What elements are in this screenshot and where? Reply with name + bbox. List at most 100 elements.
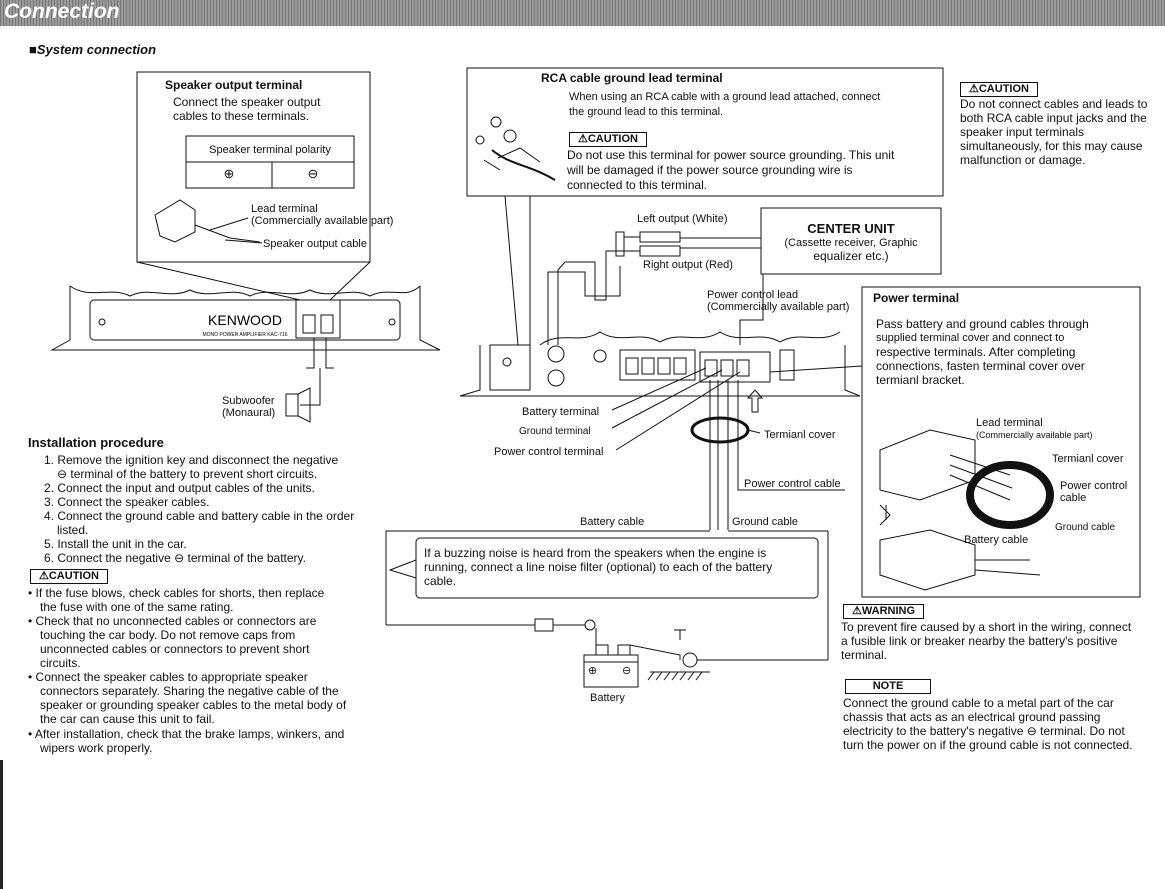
subwoofer-label: Subwoofer (222, 395, 275, 407)
rca-callout-box (466, 67, 944, 197)
speaker-terminal-block (295, 299, 341, 339)
power-control-cable-label: Power control cable (744, 478, 841, 490)
rca-caution-text: connected to this terminal. (567, 178, 708, 192)
battery-label: Battery (590, 692, 625, 704)
power-control-terminal-label: Power control terminal (494, 446, 604, 458)
speaker-box-title: Speaker output terminal (165, 78, 303, 92)
note-text: chassis that acts as an electrical groun… (843, 710, 1101, 724)
pb-lead-terminal: Lead terminal (976, 417, 1043, 429)
noise-text: running, connect a line noise filter (op… (424, 560, 773, 574)
power-box-text: termianl bracket. (876, 373, 965, 387)
bullet-line: the fuse with one of the same rating. (40, 600, 234, 614)
power-box-text: connections, fasten terminal cover over (876, 359, 1085, 373)
install-step: ⊖ terminal of the battery to prevent sho… (57, 467, 318, 481)
speaker-callout-box (136, 71, 371, 263)
power-terminal-block (699, 351, 771, 383)
power-box-text: Pass battery and ground cables through (876, 317, 1089, 331)
terminal-cover-ring (690, 416, 750, 444)
right-caution-text: Do not connect cables and leads to (960, 97, 1148, 111)
power-terminal-sketch (879, 429, 976, 501)
polarity-minus: ⊖ (307, 166, 319, 181)
power-box-text: respective terminals. After completing (876, 345, 1076, 359)
install-step: 6. Connect the negative ⊖ terminal of th… (44, 551, 306, 565)
lead-terminal-sub: (Commercially available part) (251, 215, 394, 227)
warning-text: To prevent fire caused by a short in the… (841, 620, 1132, 634)
battery-minus: ⊖ (622, 665, 632, 677)
header-bar (0, 0, 1165, 26)
battery-cable-label: Battery cable (580, 516, 645, 528)
amplifier-body-left (50, 286, 441, 351)
warning-text: a fusible link or breaker nearby the bat… (841, 634, 1118, 648)
noise-text: cable. (424, 574, 457, 588)
polarity-label: Speaker terminal polarity (209, 144, 331, 156)
speaker-box-desc1: Connect the speaker output (173, 95, 321, 109)
lead-terminal-label: Lead terminal (251, 203, 318, 215)
bullet-line: circuits. (40, 656, 81, 670)
center-unit-box (760, 207, 942, 275)
noise-filter (534, 618, 554, 632)
bullet-line: unconnected cables or connectors to prev… (40, 642, 310, 656)
rca-box-title: RCA cable ground lead terminal (541, 71, 723, 85)
bullet-line: touching the car body. Do not remove cap… (40, 628, 296, 642)
rca-box-desc1: When using an RCA cable with a ground le… (569, 91, 881, 103)
right-caution-text: simultaneously, for this may cause (960, 139, 1143, 153)
note-text: turn the power on if the ground cable is… (843, 738, 1133, 752)
power-control-lead-label: Power control lead (707, 289, 799, 301)
ground-terminal-label: Ground terminal (519, 426, 591, 437)
bullet-line: • Check that no unconnected cables or co… (28, 614, 317, 628)
note-text: Connect the ground cable to a metal part… (843, 696, 1114, 710)
bullet-line: • After installation, check that the bra… (28, 727, 345, 741)
bullet-line: connectors separately. Sharing the negat… (40, 684, 339, 698)
center-unit-line1: (Cassette receiver, Graphic (784, 237, 918, 249)
bullet-line: the car can cause this unit to fail. (40, 712, 215, 726)
rca-plug-right (639, 245, 681, 257)
power-box-text: supplied terminal cover and connect to (876, 332, 1065, 344)
battery-plus: ⊕ (588, 665, 598, 677)
battery-terminal-label: Battery terminal (522, 406, 600, 418)
power-terminal-callout-box (861, 286, 1141, 598)
noise-filter-box (415, 537, 819, 599)
install-caution-label: ⚠CAUTION (30, 569, 108, 584)
bullet-line: • Connect the speaker cables to appropri… (28, 670, 308, 684)
install-step: 2. Connect the input and output cables o… (44, 481, 315, 495)
right-caution-text: both RCA cable input jacks and the (960, 111, 1147, 125)
section-title: ■System connection (29, 42, 157, 57)
subwoofer-icon (285, 393, 299, 417)
warning-label: ⚠WARNING (843, 604, 925, 619)
center-unit-title: CENTER UNIT (807, 221, 895, 236)
rca-jack-2 (547, 369, 565, 387)
right-output-label: Right output (Red) (643, 259, 733, 271)
polarity-plus: ⊕ (223, 166, 235, 181)
amp-brand: KENWOOD (208, 312, 282, 328)
rca-jack-1 (547, 345, 565, 363)
pb-lead-terminal-sub: (Commercially available part) (976, 430, 1093, 440)
amp-model: MONO POWER AMPLIFIER KAC-716 (202, 332, 287, 338)
rca-box-desc2: the ground lead to this terminal. (569, 106, 724, 118)
rca-caution-label: ⚠CAUTION (569, 132, 647, 147)
rca-caution-text: Do not use this terminal for power sourc… (567, 148, 895, 162)
right-caution-text: speaker input terminals (960, 125, 1085, 139)
ground-cable-label: Ground cable (732, 516, 799, 528)
power-control-lead-sub: (Commercially available part) (707, 301, 850, 313)
pb-power-control: Power control (1060, 480, 1128, 492)
terminal-cover-label: Termianl cover (764, 429, 836, 441)
install-step: 1. Remove the ignition key and disconnec… (44, 453, 339, 467)
amplifier-body-right (459, 345, 861, 397)
right-caution-text: malfunction or damage. (960, 153, 1086, 167)
pb-terminal-cover: Termianl cover (1052, 453, 1124, 465)
install-step: 3. Connect the speaker cables. (44, 495, 210, 509)
power-box-title: Power terminal (873, 291, 960, 305)
warning-text: terminal. (841, 648, 888, 662)
bullet-line: wipers work properly. (40, 741, 153, 755)
bullet-line: speaker or grounding speaker cables to t… (40, 698, 347, 712)
install-step: listed. (57, 523, 89, 537)
speaker-box-desc2: cables to these terminals. (173, 109, 310, 123)
left-output-label: Left output (White) (637, 213, 728, 225)
scan-edge (0, 760, 3, 889)
subwoofer-sub: (Monaural) (222, 407, 276, 419)
center-unit-line2: equalizer etc.) (813, 249, 889, 263)
lead-terminal-sketch (154, 199, 196, 243)
right-caution-label: ⚠CAUTION (960, 82, 1038, 97)
rca-plug-left (639, 231, 681, 243)
